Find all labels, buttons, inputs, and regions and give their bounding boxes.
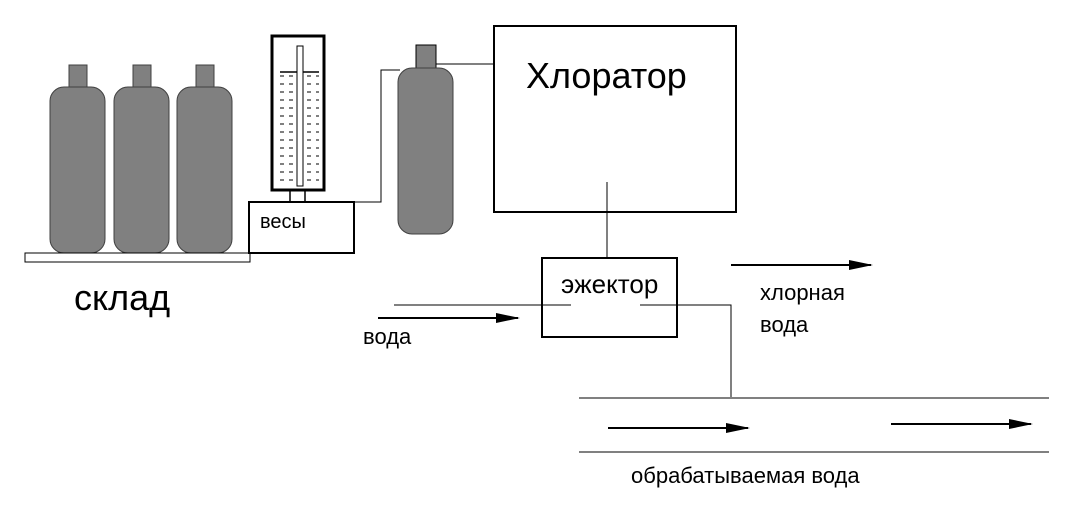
chlorine-water-pipe (640, 304, 732, 397)
storage-cylinder (113, 64, 170, 254)
storage-cylinder (176, 64, 233, 254)
evaporator-vessel (270, 34, 326, 202)
chlorine-water-label-line2: вода (760, 312, 809, 337)
warehouse-shelf (24, 252, 251, 263)
chlorine-water-label-line1: хлорная (760, 280, 845, 305)
chlorinator-label: Хлоратор (526, 55, 687, 96)
ejector-box (541, 257, 678, 338)
water-label: вода (363, 324, 412, 349)
treated-water-label: обрабатываемая вода (631, 463, 860, 488)
gas-pipe (354, 69, 400, 203)
chlorinator-box (493, 25, 737, 213)
ejector-label: эжектор (561, 269, 658, 299)
warehouse-cylinders (24, 64, 251, 263)
scales-label: весы (260, 211, 306, 233)
warehouse-label: склад (74, 277, 170, 318)
scales-box (248, 201, 355, 254)
storage-cylinder (49, 64, 106, 254)
working-cylinder (397, 44, 454, 235)
